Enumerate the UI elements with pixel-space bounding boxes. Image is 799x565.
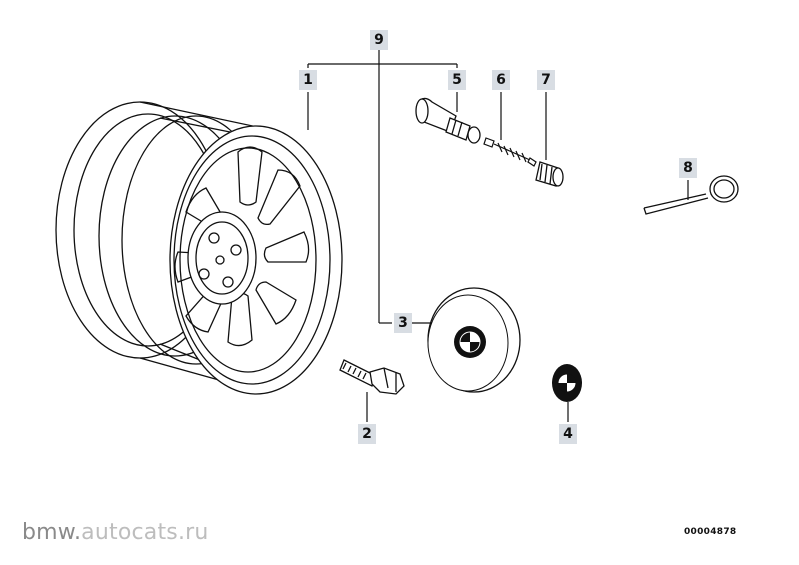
wheel-bolt[interactable]: [339, 359, 405, 395]
callout-9[interactable]: 9: [370, 30, 388, 50]
hub-cap[interactable]: [427, 287, 521, 393]
callout-2[interactable]: 2: [358, 424, 376, 444]
watermark: bmw.autocats.ru: [22, 520, 209, 545]
diagram-reference-number: 00004878: [684, 527, 737, 537]
callout-5[interactable]: 5: [448, 70, 466, 90]
tire-valve[interactable]: [415, 97, 481, 144]
watermark-suffix: autocats.ru: [81, 520, 209, 545]
valve-tool[interactable]: [643, 175, 739, 215]
callout-3[interactable]: 3: [394, 313, 412, 333]
watermark-prefix: bmw.: [22, 520, 82, 545]
callout-7[interactable]: 7: [537, 70, 555, 90]
callout-4[interactable]: 4: [559, 424, 577, 444]
valve-core[interactable]: [483, 137, 537, 167]
bmw-emblem[interactable]: [552, 364, 582, 402]
callout-8[interactable]: 8: [679, 158, 697, 178]
callout-1[interactable]: 1: [299, 70, 317, 90]
wheel-rim[interactable]: [55, 101, 343, 395]
valve-cap[interactable]: [535, 161, 564, 187]
leader-lines: [307, 50, 689, 422]
callout-6[interactable]: 6: [492, 70, 510, 90]
